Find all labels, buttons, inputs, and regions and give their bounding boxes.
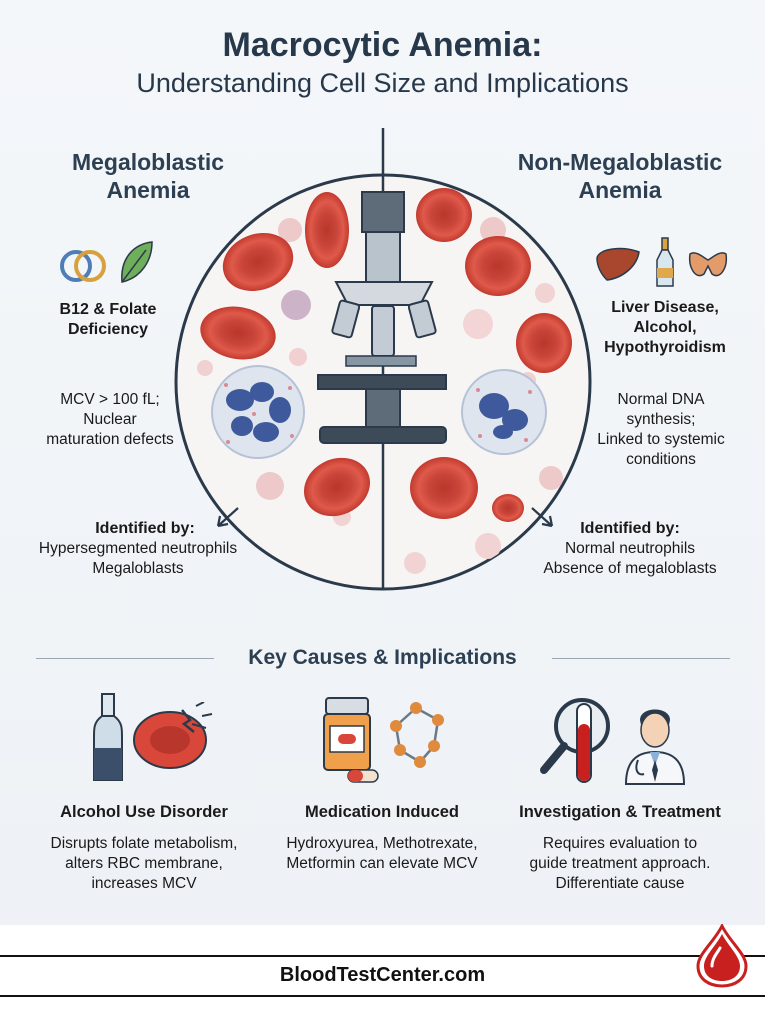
- page-title: Macrocytic Anemia:: [222, 26, 543, 64]
- test-tube-icon: [576, 703, 592, 783]
- section-heading: Key Causes & Implications: [248, 646, 517, 669]
- left-identified-label: Identified by:: [95, 520, 195, 537]
- right-cause-line1: Liver Disease,: [611, 299, 719, 316]
- right-identified-line1: Normal neutrophils: [564, 540, 696, 557]
- thyroid-icon: [688, 252, 728, 277]
- footer-site-link[interactable]: BloodTestCenter.com: [279, 964, 486, 986]
- right-desc-line2: synthesis;: [626, 411, 696, 428]
- left-heading-line1: Megaloblastic: [71, 149, 225, 175]
- right-desc-line3: Linked to systemic: [597, 431, 725, 448]
- left-desc-line1: MCV > 100 fL;: [60, 391, 160, 408]
- doctor-icon: [624, 709, 686, 785]
- rings-icon: [60, 250, 106, 282]
- right-desc-line4: conditions: [626, 451, 696, 468]
- divider-left: [36, 658, 214, 659]
- card-investigation-text-line1: Requires evaluation to: [542, 835, 698, 852]
- wine-bottle-icon: [93, 693, 123, 781]
- molecule-icon: [390, 702, 444, 768]
- blood-drop-logo-icon: [696, 924, 748, 988]
- right-identified-label: Identified by:: [580, 520, 680, 537]
- right-heading-line1: Non-Megaloblastic: [517, 149, 723, 175]
- right-identified-line2: Absence of megaloblasts: [543, 560, 717, 577]
- left-identified-line1: Hypersegmented neutrophils: [38, 540, 238, 557]
- card-alcohol-text-line3: increases MCV: [91, 875, 197, 892]
- arrow-icon: [216, 507, 239, 528]
- right-cause-line2: Alcohol,: [633, 319, 697, 336]
- card-investigation-title: Investigation & Treatment: [519, 803, 721, 821]
- card-alcohol-text-line1: Disrupts folate metabolism,: [50, 835, 238, 852]
- divider-right: [552, 658, 730, 659]
- card-investigation-text-line3: Differentiate cause: [555, 875, 685, 892]
- microscope-icon: [317, 191, 447, 444]
- card-medication-text-line2: Metformin can elevate MCV: [286, 855, 478, 872]
- page-subtitle: Understanding Cell Size and Implications: [136, 68, 629, 98]
- arrow-icon: [531, 507, 554, 528]
- left-identified-line2: Megaloblasts: [92, 560, 184, 577]
- left-heading-line2: Anemia: [106, 177, 190, 203]
- liver-icon: [596, 247, 640, 281]
- bottle-icon: [656, 237, 674, 287]
- cell-circle-illustration: [174, 128, 592, 591]
- card-medication-text-line1: Hydroxyurea, Methotrexate,: [286, 835, 478, 852]
- left-desc-line3: maturation defects: [46, 431, 174, 448]
- left-desc-line2: Nuclear: [83, 411, 137, 428]
- footer-rule-bottom: [0, 995, 765, 997]
- right-heading-line2: Anemia: [578, 177, 662, 203]
- right-cause-line3: Hypothyroidism: [604, 339, 726, 356]
- card-investigation-text-line2: guide treatment approach.: [529, 855, 711, 872]
- left-cause-line1: B12 & Folate: [59, 301, 157, 318]
- card-medication-title: Medication Induced: [304, 803, 459, 821]
- left-cause-line2: Deficiency: [67, 321, 149, 338]
- pill-bottle-icon: [323, 697, 379, 783]
- leaf-icon: [121, 241, 153, 283]
- footer-rule-top: [0, 955, 765, 957]
- footer: [0, 925, 765, 1024]
- card-alcohol-text-line2: alters RBC membrane,: [65, 855, 223, 872]
- right-desc-line1: Normal DNA: [617, 391, 705, 408]
- card-alcohol-title: Alcohol Use Disorder: [60, 803, 228, 821]
- broken-cell-icon: [133, 702, 213, 769]
